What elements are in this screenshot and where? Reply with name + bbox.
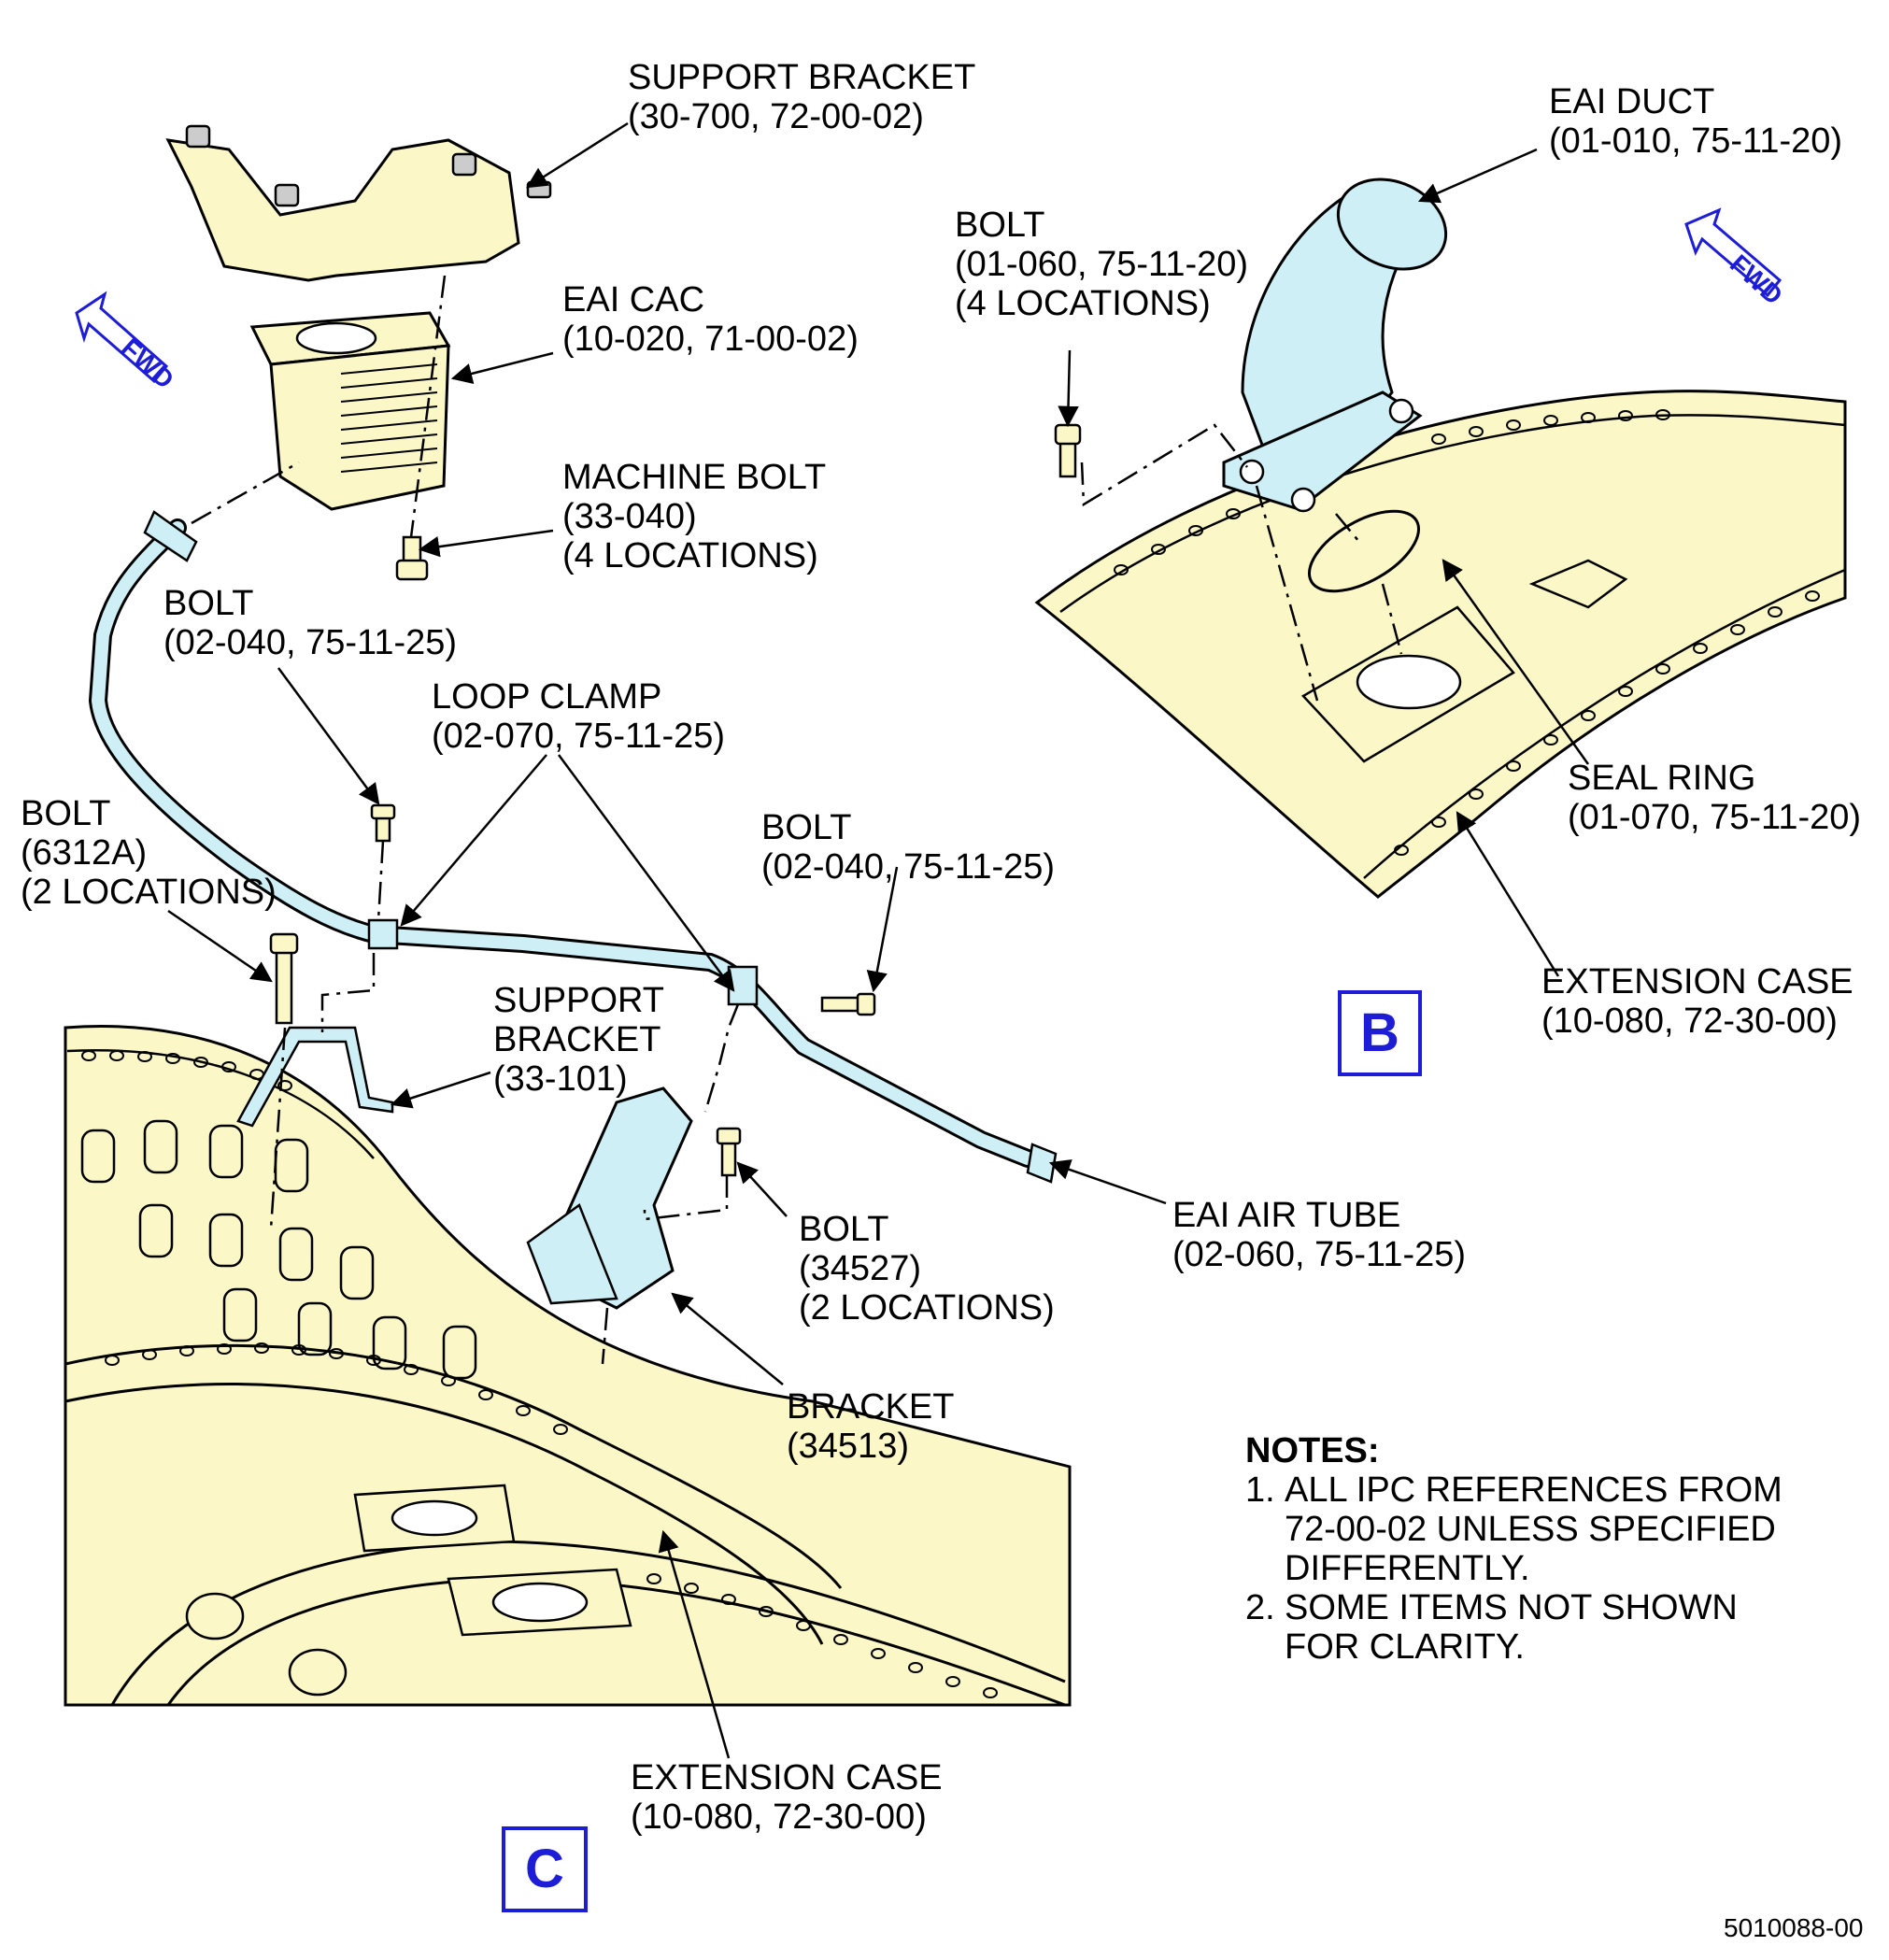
bracket-34513 <box>526 1087 693 1310</box>
label-line: SUPPORT BRACKET <box>628 58 976 97</box>
label-line: (2 LOCATIONS) <box>799 1288 1055 1328</box>
label-extension-case-b: EXTENSION CASE (10-080, 72-30-00) <box>1541 962 1853 1041</box>
label-line: (10-080, 72-30-00) <box>1541 1001 1838 1041</box>
label-line: (34527) <box>799 1249 921 1288</box>
assembly-lines-b <box>1080 423 1403 702</box>
seal-ring-01070 <box>1307 509 1421 593</box>
label-line: (02-070, 75-11-25) <box>432 717 726 756</box>
note-item: 2. SOME ITEMS NOT SHOWN FOR CLARITY. <box>1245 1588 1808 1667</box>
label-seal-ring: SEAL RING (01-070, 75-11-20) <box>1568 759 1861 837</box>
label-line: (2 LOCATIONS) <box>21 873 277 912</box>
extension-case-b-body <box>1034 390 1847 899</box>
eai-duct-01010 <box>1222 178 1448 513</box>
label-line: EAI AIR TUBE <box>1172 1196 1401 1235</box>
label-line: (30-700, 72-00-02) <box>628 97 924 136</box>
label-line: MACHINE BOLT <box>562 458 827 497</box>
eai-air-tube-02060 <box>89 510 1058 1184</box>
label-line: (4 LOCATIONS) <box>562 536 818 575</box>
note-item: 1. ALL IPC REFERENCES FROM 72-00-02 UNLE… <box>1245 1470 1808 1588</box>
label-eai-cac: EAI CAC (10-020, 71-00-02) <box>562 280 859 359</box>
label-line: (02-040, 75-11-25) <box>761 847 1056 887</box>
label-line: EXTENSION CASE <box>631 1758 943 1797</box>
bolt-34527 <box>716 1127 742 1177</box>
label-line: LOOP CLAMP <box>432 677 662 717</box>
label-extension-case-c: EXTENSION CASE (10-080, 72-30-00) <box>631 1758 943 1837</box>
label-line: (02-040, 75-11-25) <box>163 623 458 662</box>
note-text: ALL IPC REFERENCES FROM 72-00-02 UNLESS … <box>1285 1470 1782 1588</box>
fwd-arrow-right: FWD <box>1684 207 1788 310</box>
label-line: BRACKET <box>787 1387 955 1427</box>
note-number: 1. <box>1245 1470 1275 1510</box>
leader-lines <box>167 121 1590 1759</box>
label-bolt-6312a: BOLT (6312A) (2 LOCATIONS) <box>21 794 277 912</box>
label-bracket-34513: BRACKET (34513) <box>787 1387 954 1466</box>
label-line: BRACKET <box>493 1020 661 1059</box>
label-line: (02-060, 75-11-25) <box>1172 1235 1467 1274</box>
label-eai-duct: EAI DUCT (01-010, 75-11-20) <box>1549 82 1842 161</box>
note-number: 2. <box>1245 1588 1275 1627</box>
label-line: BOLT <box>799 1210 889 1249</box>
machine-bolt-33040 <box>395 535 429 581</box>
notes-heading: NOTES: <box>1245 1431 1380 1470</box>
assembly-lines-c <box>191 275 740 1365</box>
extension-case-c-body <box>64 1025 1072 1707</box>
notes-block: NOTES: 1. ALL IPC REFERENCES FROM 72-00-… <box>1245 1431 1808 1667</box>
label-line: (4 LOCATIONS) <box>955 284 1211 323</box>
label-machine-bolt: MACHINE BOLT (33-040) (4 LOCATIONS) <box>562 458 826 575</box>
label-line: SUPPORT <box>493 981 665 1020</box>
label-line: BOLT <box>163 584 254 623</box>
note-text: SOME ITEMS NOT SHOWN FOR CLARITY. <box>1285 1588 1738 1667</box>
label-line: (33-040) <box>562 497 697 536</box>
figure-number: 5010088-00 <box>1724 1913 1864 1942</box>
support-bracket-33101 <box>236 1026 394 1128</box>
label-line: (6312A) <box>21 833 148 873</box>
label-support-bracket-33101: SUPPORT BRACKET (33-101) <box>493 981 664 1099</box>
label-line: BOLT <box>955 206 1045 245</box>
label-line: (01-010, 75-11-20) <box>1549 121 1843 161</box>
bolt-02040-right <box>820 992 876 1016</box>
bolt-6312a <box>269 932 299 1025</box>
label-bolt-01060: BOLT (01-060, 75-11-20) (4 LOCATIONS) <box>955 206 1248 323</box>
label-line: (01-070, 75-11-20) <box>1568 798 1862 837</box>
bolt-01060 <box>1054 423 1082 478</box>
label-line: (33-101) <box>493 1059 628 1099</box>
label-support-bracket-30700: SUPPORT BRACKET (30-700, 72-00-02) <box>628 58 975 136</box>
support-bracket-30700 <box>165 124 552 282</box>
label-bolt-02040-right: BOLT (02-040, 75-11-25) <box>761 808 1055 887</box>
view-label-c: C <box>502 1826 588 1912</box>
view-label-b: B <box>1338 990 1422 1076</box>
label-bolt-34527: BOLT (34527) (2 LOCATIONS) <box>799 1210 1055 1328</box>
label-line: (10-020, 71-00-02) <box>562 320 859 359</box>
label-line: EAI DUCT <box>1549 82 1715 121</box>
label-bolt-02040-left: BOLT (02-040, 75-11-25) <box>163 584 457 662</box>
label-line: (34513) <box>787 1427 909 1466</box>
bolt-02040-left <box>370 803 396 843</box>
eai-cac-body <box>249 311 451 511</box>
label-line: (01-060, 75-11-20) <box>955 245 1249 284</box>
label-line: BOLT <box>21 794 111 833</box>
fwd-arrow-left: FWD <box>75 291 179 394</box>
label-line: BOLT <box>761 808 852 847</box>
label-line: EAI CAC <box>562 280 705 320</box>
label-line: SEAL RING <box>1568 759 1756 798</box>
label-line: EXTENSION CASE <box>1541 962 1853 1001</box>
label-eai-air-tube: EAI AIR TUBE (02-060, 75-11-25) <box>1172 1196 1466 1274</box>
label-loop-clamp: LOOP CLAMP (02-070, 75-11-25) <box>432 677 725 756</box>
label-line: (10-080, 72-30-00) <box>631 1797 927 1837</box>
